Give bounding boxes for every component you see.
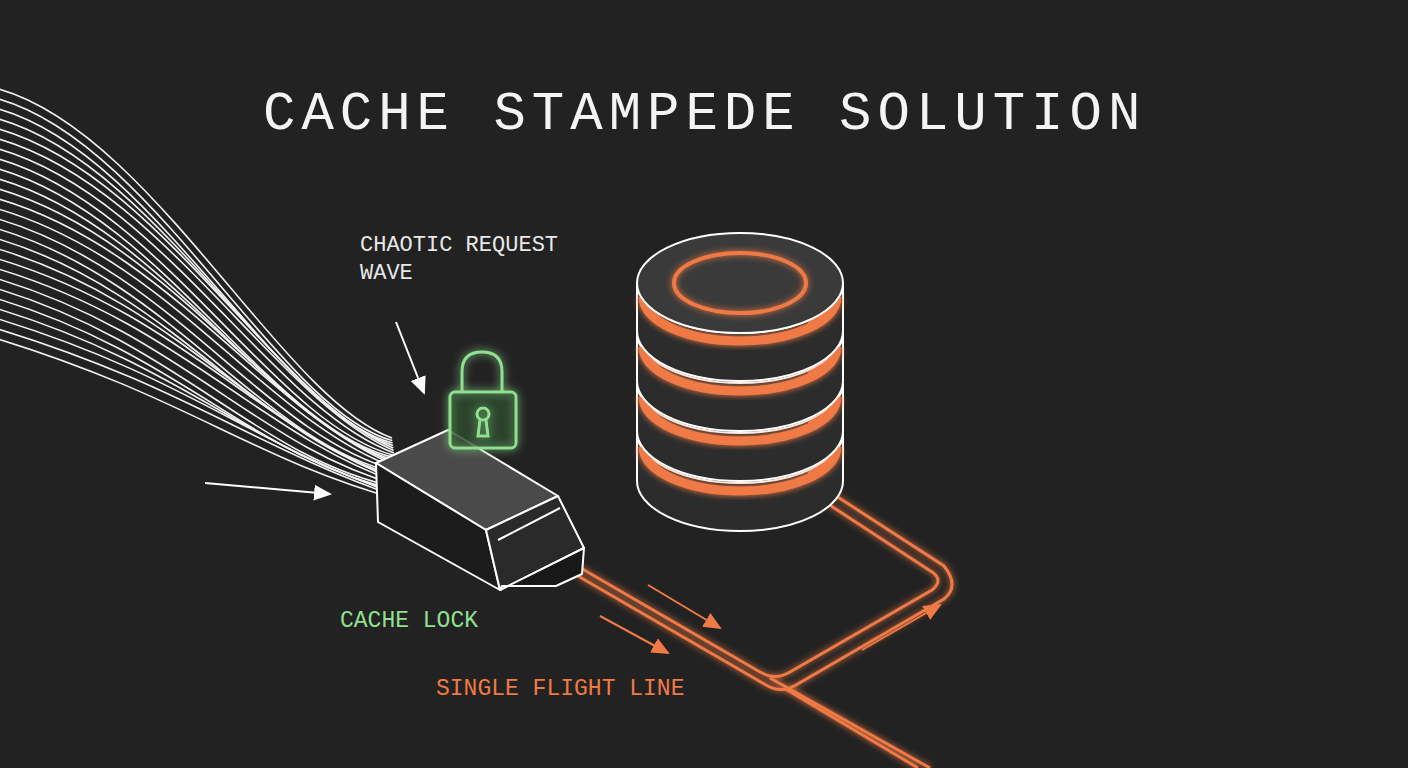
lock-icon bbox=[450, 352, 516, 448]
flow-arrow bbox=[600, 616, 668, 653]
request-line bbox=[0, 338, 400, 500]
diagram-title: CACHE STAMPEDE SOLUTION bbox=[263, 84, 1146, 145]
flow-arrow bbox=[862, 605, 940, 650]
request-line bbox=[0, 278, 398, 485]
cache-lock-box bbox=[376, 430, 584, 590]
database-stack bbox=[637, 233, 843, 531]
flight-label: SINGLE FLIGHT LINE bbox=[436, 676, 684, 702]
flow-arrow bbox=[648, 585, 720, 628]
request-line bbox=[0, 298, 399, 490]
request-line bbox=[0, 328, 400, 498]
wave-label: CHAOTIC REQUEST WAVE bbox=[360, 232, 600, 287]
request-line bbox=[0, 218, 396, 470]
request-line bbox=[0, 228, 397, 473]
request-line bbox=[0, 198, 396, 465]
request-line bbox=[0, 318, 399, 495]
lock-label: CACHE LOCK bbox=[340, 608, 478, 634]
request-line bbox=[0, 268, 398, 483]
request-line bbox=[0, 248, 397, 478]
leader-arrow bbox=[396, 322, 424, 393]
request-arrow bbox=[205, 483, 330, 494]
single-flight-line bbox=[572, 492, 952, 768]
request-line bbox=[0, 188, 395, 463]
request-line bbox=[0, 288, 398, 488]
request-line bbox=[0, 98, 392, 441]
request-wave bbox=[0, 88, 400, 500]
request-line bbox=[0, 308, 399, 493]
